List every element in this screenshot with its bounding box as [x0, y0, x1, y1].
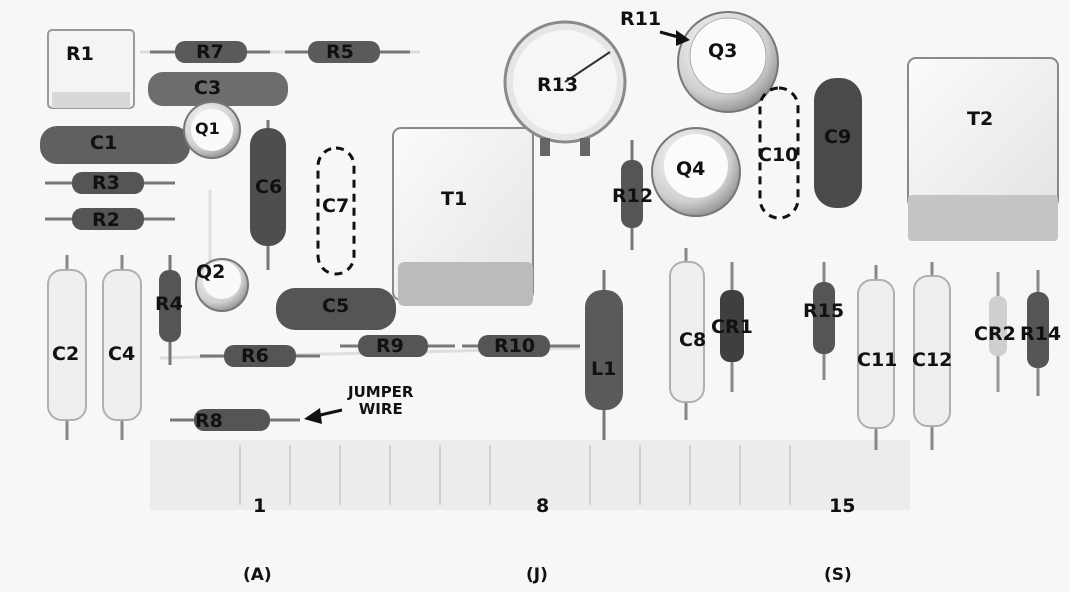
label-r11: R11 [620, 8, 662, 30]
r5-component [285, 41, 410, 63]
label-c3: C3 [194, 77, 222, 99]
r9-component [340, 335, 455, 357]
cr1-component [720, 262, 744, 392]
l1-component [585, 270, 623, 440]
c7-outline [316, 146, 356, 276]
c9-component [814, 78, 862, 208]
c2-component [47, 255, 87, 440]
label-r12: R12 [612, 185, 654, 207]
label-r10: R10 [494, 335, 536, 357]
q4-component [651, 127, 741, 217]
pin-number-1: 1 [253, 495, 267, 517]
pin-number-15: 15 [829, 495, 856, 517]
label-c2: C2 [52, 343, 80, 365]
label-t2: T2 [967, 108, 994, 130]
label-c12: C12 [912, 349, 953, 371]
t2-component [907, 57, 1059, 241]
pin-number-8: 8 [536, 495, 550, 517]
label-c10: C10 [758, 144, 799, 166]
label-r7: R7 [196, 41, 224, 63]
r6-component [200, 345, 320, 367]
c12-component [913, 262, 951, 450]
label-q2: Q2 [196, 261, 226, 283]
label-c1: C1 [90, 132, 118, 154]
label-c5: C5 [322, 295, 350, 317]
c11-component [857, 265, 895, 450]
label-r6: R6 [241, 345, 269, 367]
r14-component [1027, 270, 1049, 396]
edge-connector-fingers [239, 445, 791, 505]
c5-component [276, 288, 396, 330]
r8-component [170, 409, 300, 431]
section-label-j: (J) [526, 565, 548, 585]
label-l1: L1 [591, 358, 617, 380]
label-r9: R9 [376, 335, 404, 357]
c6-component [250, 120, 286, 270]
q1-component [183, 101, 241, 159]
t1-component [392, 127, 534, 306]
label-q1: Q1 [195, 119, 220, 138]
c3-component [148, 72, 288, 106]
label-c8: C8 [679, 329, 707, 351]
jumper-wire-line2: WIRE [358, 400, 403, 419]
label-c11: C11 [857, 349, 898, 371]
r15-component [813, 262, 835, 380]
label-r8: R8 [195, 410, 223, 432]
r11-arrow [659, 30, 690, 46]
label-r13: R13 [537, 74, 579, 96]
r4-component [159, 255, 181, 365]
c8-component [669, 248, 705, 420]
label-r4: R4 [155, 293, 183, 315]
c1-component [40, 126, 190, 164]
label-t1: T1 [441, 188, 468, 210]
label-cr1: CR1 [711, 316, 753, 338]
label-r1: R1 [66, 43, 94, 65]
r10-component [462, 335, 580, 357]
label-r5: R5 [326, 41, 354, 63]
r7-component [150, 41, 270, 63]
cr2-component [989, 272, 1007, 392]
label-c7: C7 [322, 195, 350, 217]
q2-component [195, 258, 249, 312]
r12-component [621, 140, 643, 250]
label-r15: R15 [803, 300, 845, 322]
label-r3: R3 [92, 172, 120, 194]
r13-component [503, 20, 627, 156]
edge-connector [150, 440, 910, 510]
q3-component [677, 11, 779, 113]
r1-component [47, 29, 135, 109]
r2-component [45, 208, 175, 230]
jumper-wire-label: JUMPER WIRE [348, 383, 414, 419]
label-r14: R14 [1020, 323, 1062, 345]
jumper-wire-line1: JUMPER [348, 383, 414, 401]
r3-component [45, 172, 175, 194]
section-label-s: (S) [824, 565, 852, 585]
label-c4: C4 [108, 343, 136, 365]
label-c6: C6 [255, 176, 283, 198]
label-q4: Q4 [676, 158, 706, 180]
section-label-a: (A) [243, 565, 272, 585]
label-c9: C9 [824, 126, 852, 148]
c10-outline [758, 86, 800, 220]
jumper-wire-arrow [304, 408, 343, 424]
label-cr2: CR2 [974, 323, 1016, 345]
label-r2: R2 [92, 209, 120, 231]
label-q3: Q3 [708, 40, 738, 62]
c4-component [102, 255, 142, 440]
